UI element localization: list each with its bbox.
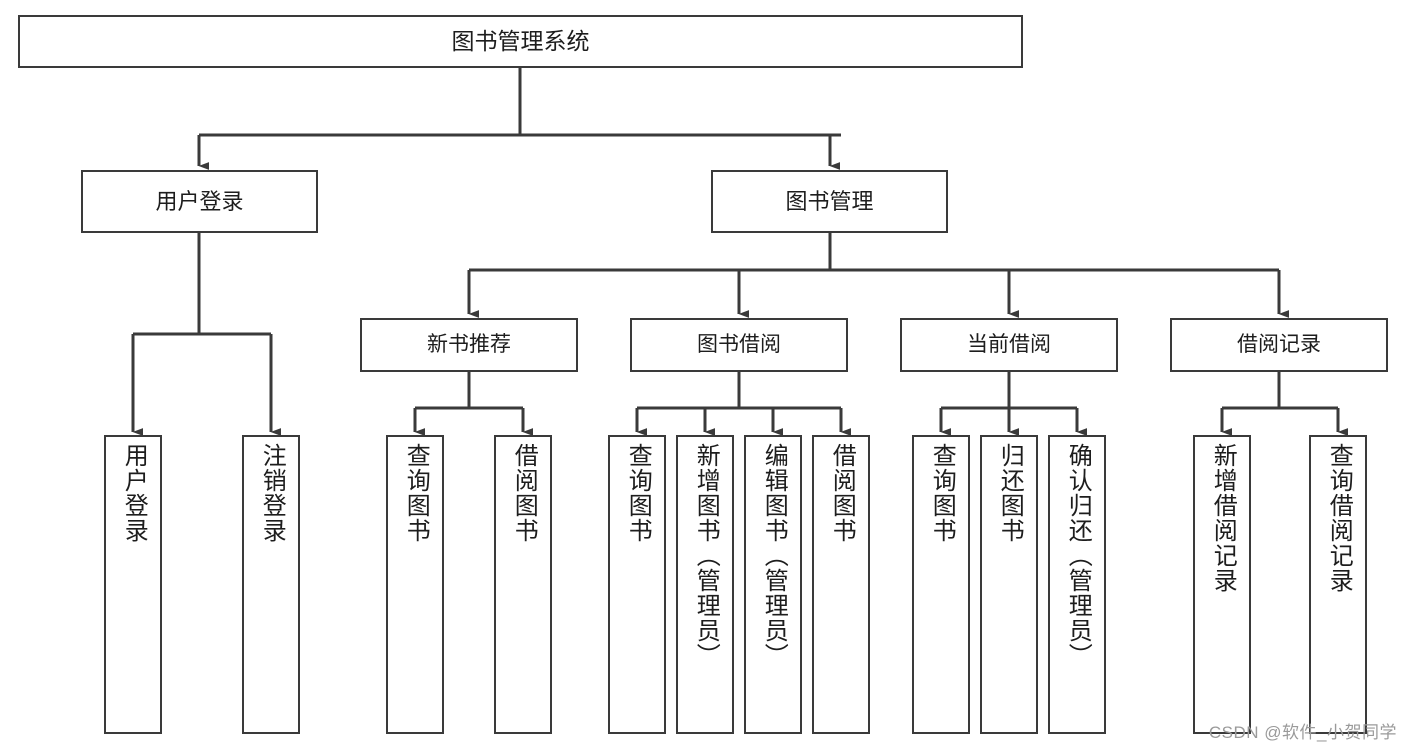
node-label: 图书管理 <box>785 188 874 214</box>
leaf-borrow-book[interactable]: 借阅图书 <box>812 435 870 734</box>
csdn-watermark: CSDN @软件_小贺同学 <box>1208 723 1397 742</box>
node-label: 用户登录 <box>155 188 244 214</box>
node-book-management[interactable]: 图书管理 <box>711 170 948 233</box>
node-label: 注销登录 <box>258 443 286 543</box>
node-user-login[interactable]: 用户登录 <box>81 170 318 233</box>
node-root-library-system[interactable]: 图书管理系统 <box>18 15 1023 68</box>
leaf-add-borrow-record[interactable]: 新增借阅记录 <box>1193 435 1251 734</box>
leaf-query-book-borrow[interactable]: 查询图书 <box>608 435 666 734</box>
node-new-book-recommend[interactable]: 新书推荐 <box>360 318 578 372</box>
node-label: 新增借阅记录 <box>1209 443 1237 593</box>
node-label: 查询图书 <box>928 443 956 543</box>
node-label: 图书管理系统 <box>451 27 590 54</box>
leaf-user-login[interactable]: 用户登录 <box>104 435 162 734</box>
node-label: 用户登录 <box>120 443 148 543</box>
node-label: 查询图书 <box>402 443 430 543</box>
node-label: 借阅图书 <box>510 443 538 543</box>
node-label: 查询图书 <box>624 443 652 543</box>
node-label: 当前借阅 <box>967 332 1051 356</box>
node-label: 新增图书（管理员） <box>692 443 720 668</box>
leaf-borrow-book-recommend[interactable]: 借阅图书 <box>494 435 552 734</box>
leaf-add-book-admin[interactable]: 新增图书（管理员） <box>676 435 734 734</box>
node-label: 归还图书 <box>996 443 1024 543</box>
leaf-query-borrow-record[interactable]: 查询借阅记录 <box>1309 435 1367 734</box>
leaf-return-book[interactable]: 归还图书 <box>980 435 1038 734</box>
node-label: 图书借阅 <box>697 332 781 356</box>
node-book-borrow[interactable]: 图书借阅 <box>630 318 848 372</box>
node-current-borrow[interactable]: 当前借阅 <box>900 318 1118 372</box>
node-label: 新书推荐 <box>427 332 511 356</box>
node-label: 编辑图书（管理员） <box>760 443 788 668</box>
node-label: 借阅图书 <box>828 443 856 543</box>
leaf-logout[interactable]: 注销登录 <box>242 435 300 734</box>
leaf-query-book-current[interactable]: 查询图书 <box>912 435 970 734</box>
node-borrow-record[interactable]: 借阅记录 <box>1170 318 1388 372</box>
node-label: 查询借阅记录 <box>1325 443 1353 593</box>
node-label: 借阅记录 <box>1237 332 1321 356</box>
leaf-confirm-return-admin[interactable]: 确认归还（管理员） <box>1048 435 1106 734</box>
leaf-query-book-recommend[interactable]: 查询图书 <box>386 435 444 734</box>
leaf-edit-book-admin[interactable]: 编辑图书（管理员） <box>744 435 802 734</box>
node-label: 确认归还（管理员） <box>1064 443 1092 668</box>
